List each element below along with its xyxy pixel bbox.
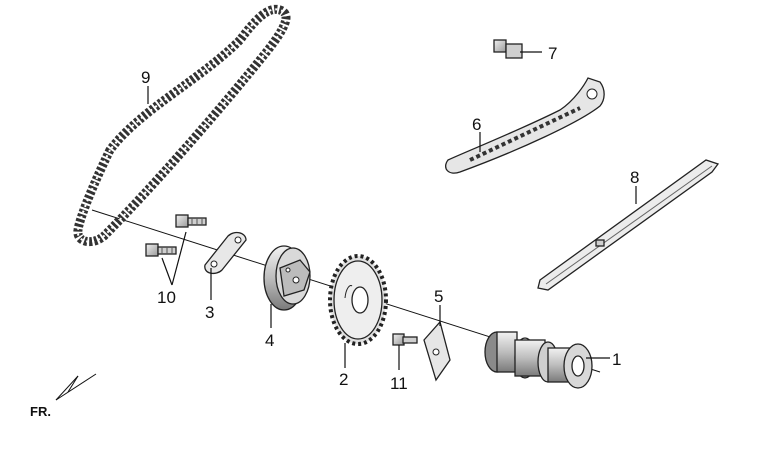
- bolt-lower: [145, 243, 177, 257]
- leader-10a: [171, 231, 187, 286]
- callout-11: 11: [390, 374, 408, 393]
- callout-8: 8: [630, 168, 639, 187]
- callout-10: 10: [157, 288, 176, 307]
- callout-4: 4: [265, 331, 274, 350]
- chain-guide: [537, 159, 720, 291]
- camshaft: [484, 331, 593, 389]
- callout-1: 1: [612, 350, 621, 369]
- callout-7: 7: [548, 44, 557, 63]
- callout-2: 2: [339, 370, 348, 389]
- bolt-small: [392, 333, 418, 346]
- callout-5: 5: [434, 287, 443, 306]
- sprocket-hub: [263, 245, 311, 311]
- callout-6: 6: [472, 115, 481, 134]
- timing-chain: [73, 4, 291, 247]
- callout-9: 9: [141, 68, 150, 87]
- front-label: FR.: [30, 404, 51, 419]
- tensioner-bolt: [493, 39, 523, 59]
- cam-sprocket: [328, 254, 388, 346]
- bolt-upper: [175, 214, 207, 228]
- chain-tensioner-guide: [445, 77, 605, 174]
- front-direction-indicator: FR.: [30, 373, 97, 419]
- retainer-plate: [204, 231, 247, 275]
- thrust-plate: [423, 320, 451, 382]
- callout-3: 3: [205, 303, 214, 322]
- leader-10b: [161, 257, 173, 286]
